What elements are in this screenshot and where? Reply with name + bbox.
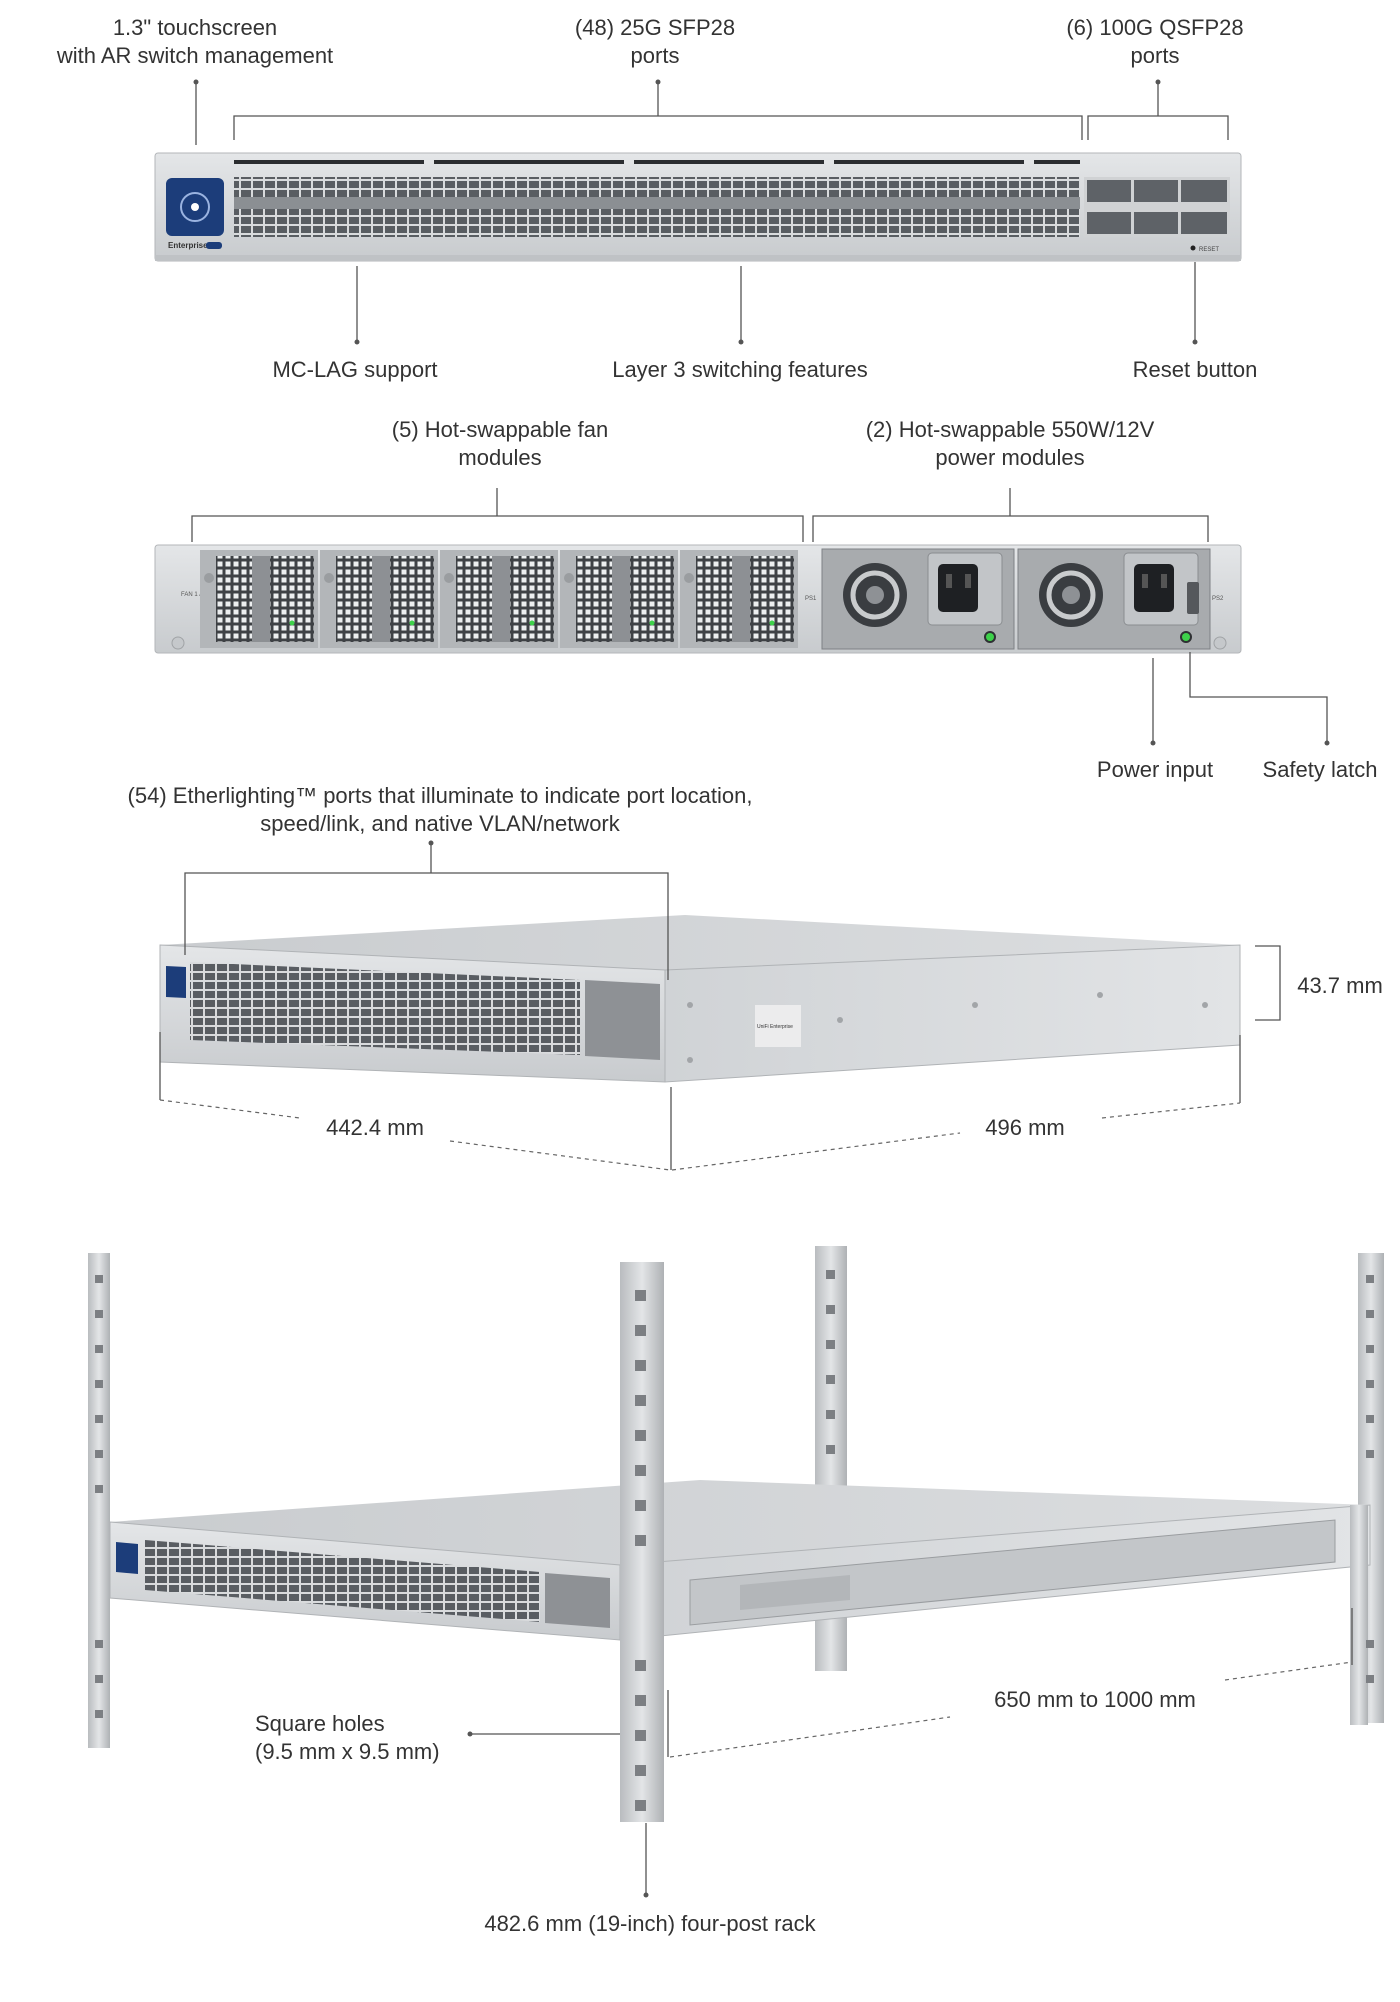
depth-dimension: 496 mm xyxy=(985,1115,1065,1140)
fan-module-3[interactable] xyxy=(440,550,558,648)
back-callouts xyxy=(191,488,1328,743)
front-callouts xyxy=(195,82,1229,342)
square-holes xyxy=(95,1270,1374,1811)
brand-logo: Enterprise xyxy=(168,241,208,250)
fan-module-2[interactable] xyxy=(320,550,438,648)
ps1-small-label: PS1 xyxy=(805,596,817,602)
rack-slide-rail xyxy=(689,1519,1336,1626)
back-view: FAN 1 / 2 / 3 / 4 / 5 xyxy=(154,488,1330,746)
perspective-callouts xyxy=(159,843,1281,1170)
rack-label: 482.6 mm (19-inch) four-post rack xyxy=(484,1911,816,1936)
ps2-small-label: PS2 xyxy=(1212,596,1224,602)
height-dimension: 43.7 mm xyxy=(1297,973,1383,998)
qsfp28-label: (6) 100G QSFP28 ports xyxy=(1066,15,1244,68)
psu-label: (2) Hot-swappable 550W/12V power modules xyxy=(865,417,1155,470)
sfp28-label: (48) 25G SFP28 ports xyxy=(574,15,736,68)
sfp28-port-block[interactable] xyxy=(234,177,1080,237)
touchscreen-label: 1.3" touchscreen with AR switch manageme… xyxy=(56,15,334,68)
side-product-label: UniFi Enterprise xyxy=(757,1024,793,1030)
power-module-1[interactable] xyxy=(821,548,1015,650)
dimension-dashes xyxy=(159,1099,1241,1171)
rack-callouts xyxy=(470,1608,1353,1895)
layer3-label: Layer 3 switching features xyxy=(612,357,868,382)
rack-post-back-left xyxy=(88,1253,110,1748)
rack-view xyxy=(88,1246,1384,1898)
square-holes-label: Square holes (9.5 mm x 9.5 mm) xyxy=(255,1711,440,1764)
power-input-label: Power input xyxy=(1096,757,1214,782)
reset-button-label: Reset button xyxy=(1132,357,1258,382)
etherlighting-label: (54) Etherlighting™ ports that illuminat… xyxy=(127,783,753,836)
mclag-label: MC-LAG support xyxy=(272,357,438,382)
reset-button[interactable] xyxy=(1190,245,1196,251)
fan-module-1[interactable] xyxy=(200,550,318,648)
qsfp28-port-block[interactable] xyxy=(1084,177,1230,237)
front-view: Enterprise RESET xyxy=(154,79,1242,345)
depth-range-label: 650 mm to 1000 mm xyxy=(994,1687,1196,1712)
reset-small-label: RESET xyxy=(1199,247,1219,253)
power-module-2[interactable] xyxy=(1017,548,1211,650)
fans-label: (5) Hot-swappable fan modules xyxy=(391,417,609,470)
perspective-view: UniFi Enterprise xyxy=(159,840,1281,1171)
safety-latch-label: Safety latch xyxy=(1262,757,1378,782)
rack-depth-dashes xyxy=(669,1661,1353,1758)
fan-module-4[interactable] xyxy=(560,550,678,648)
safety-latch[interactable] xyxy=(1187,582,1199,614)
fan-module-5[interactable] xyxy=(680,550,798,648)
width-dimension: 442.4 mm xyxy=(326,1115,424,1140)
